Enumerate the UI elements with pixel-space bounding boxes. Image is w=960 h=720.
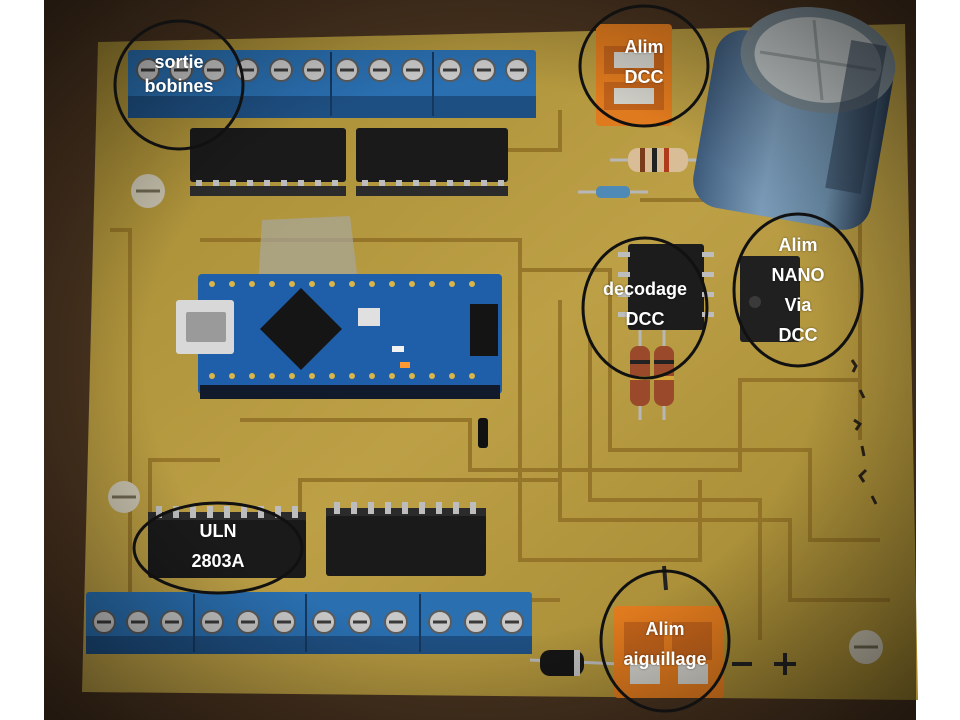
ring-decodage-dcc bbox=[581, 236, 709, 380]
label-line: DCC bbox=[624, 67, 664, 87]
vignette-overlay bbox=[44, 0, 916, 720]
ring-sortie-bobines bbox=[113, 19, 245, 151]
label-alim-nano-via-dcc: Alim NANO Via DCC bbox=[748, 230, 848, 350]
label-decodage-dcc: decodage DCC bbox=[590, 274, 700, 334]
label-line: Alim bbox=[624, 37, 664, 57]
label-line: decodage bbox=[602, 279, 688, 299]
label-sortie-bobines: sortie bobines bbox=[124, 47, 234, 101]
label-line: ULN bbox=[199, 521, 237, 541]
label-line: Via bbox=[784, 295, 812, 315]
ring-alim-aiguillage bbox=[599, 569, 731, 713]
label-line: DCC bbox=[625, 309, 665, 329]
label-line: NANO bbox=[771, 265, 825, 285]
label-alim-aiguillage: Alim aiguillage bbox=[605, 614, 725, 674]
background-right bbox=[916, 0, 960, 720]
annotation-rings bbox=[113, 4, 864, 713]
label-line: DCC bbox=[778, 325, 818, 345]
label-line: bobines bbox=[144, 76, 214, 96]
label-alim-dcc: Alim DCC bbox=[594, 32, 694, 92]
ring-alim-dcc bbox=[578, 4, 710, 128]
label-uln-2803a: ULN 2803A bbox=[168, 516, 268, 576]
ring-alim-nano bbox=[732, 212, 864, 368]
label-line: sortie bbox=[154, 52, 204, 72]
background-left bbox=[0, 0, 44, 720]
label-line: Alim bbox=[778, 235, 818, 255]
label-line: aiguillage bbox=[623, 649, 707, 669]
label-line: Alim bbox=[645, 619, 685, 639]
ring-uln bbox=[132, 501, 304, 595]
label-line: 2803A bbox=[191, 551, 245, 571]
